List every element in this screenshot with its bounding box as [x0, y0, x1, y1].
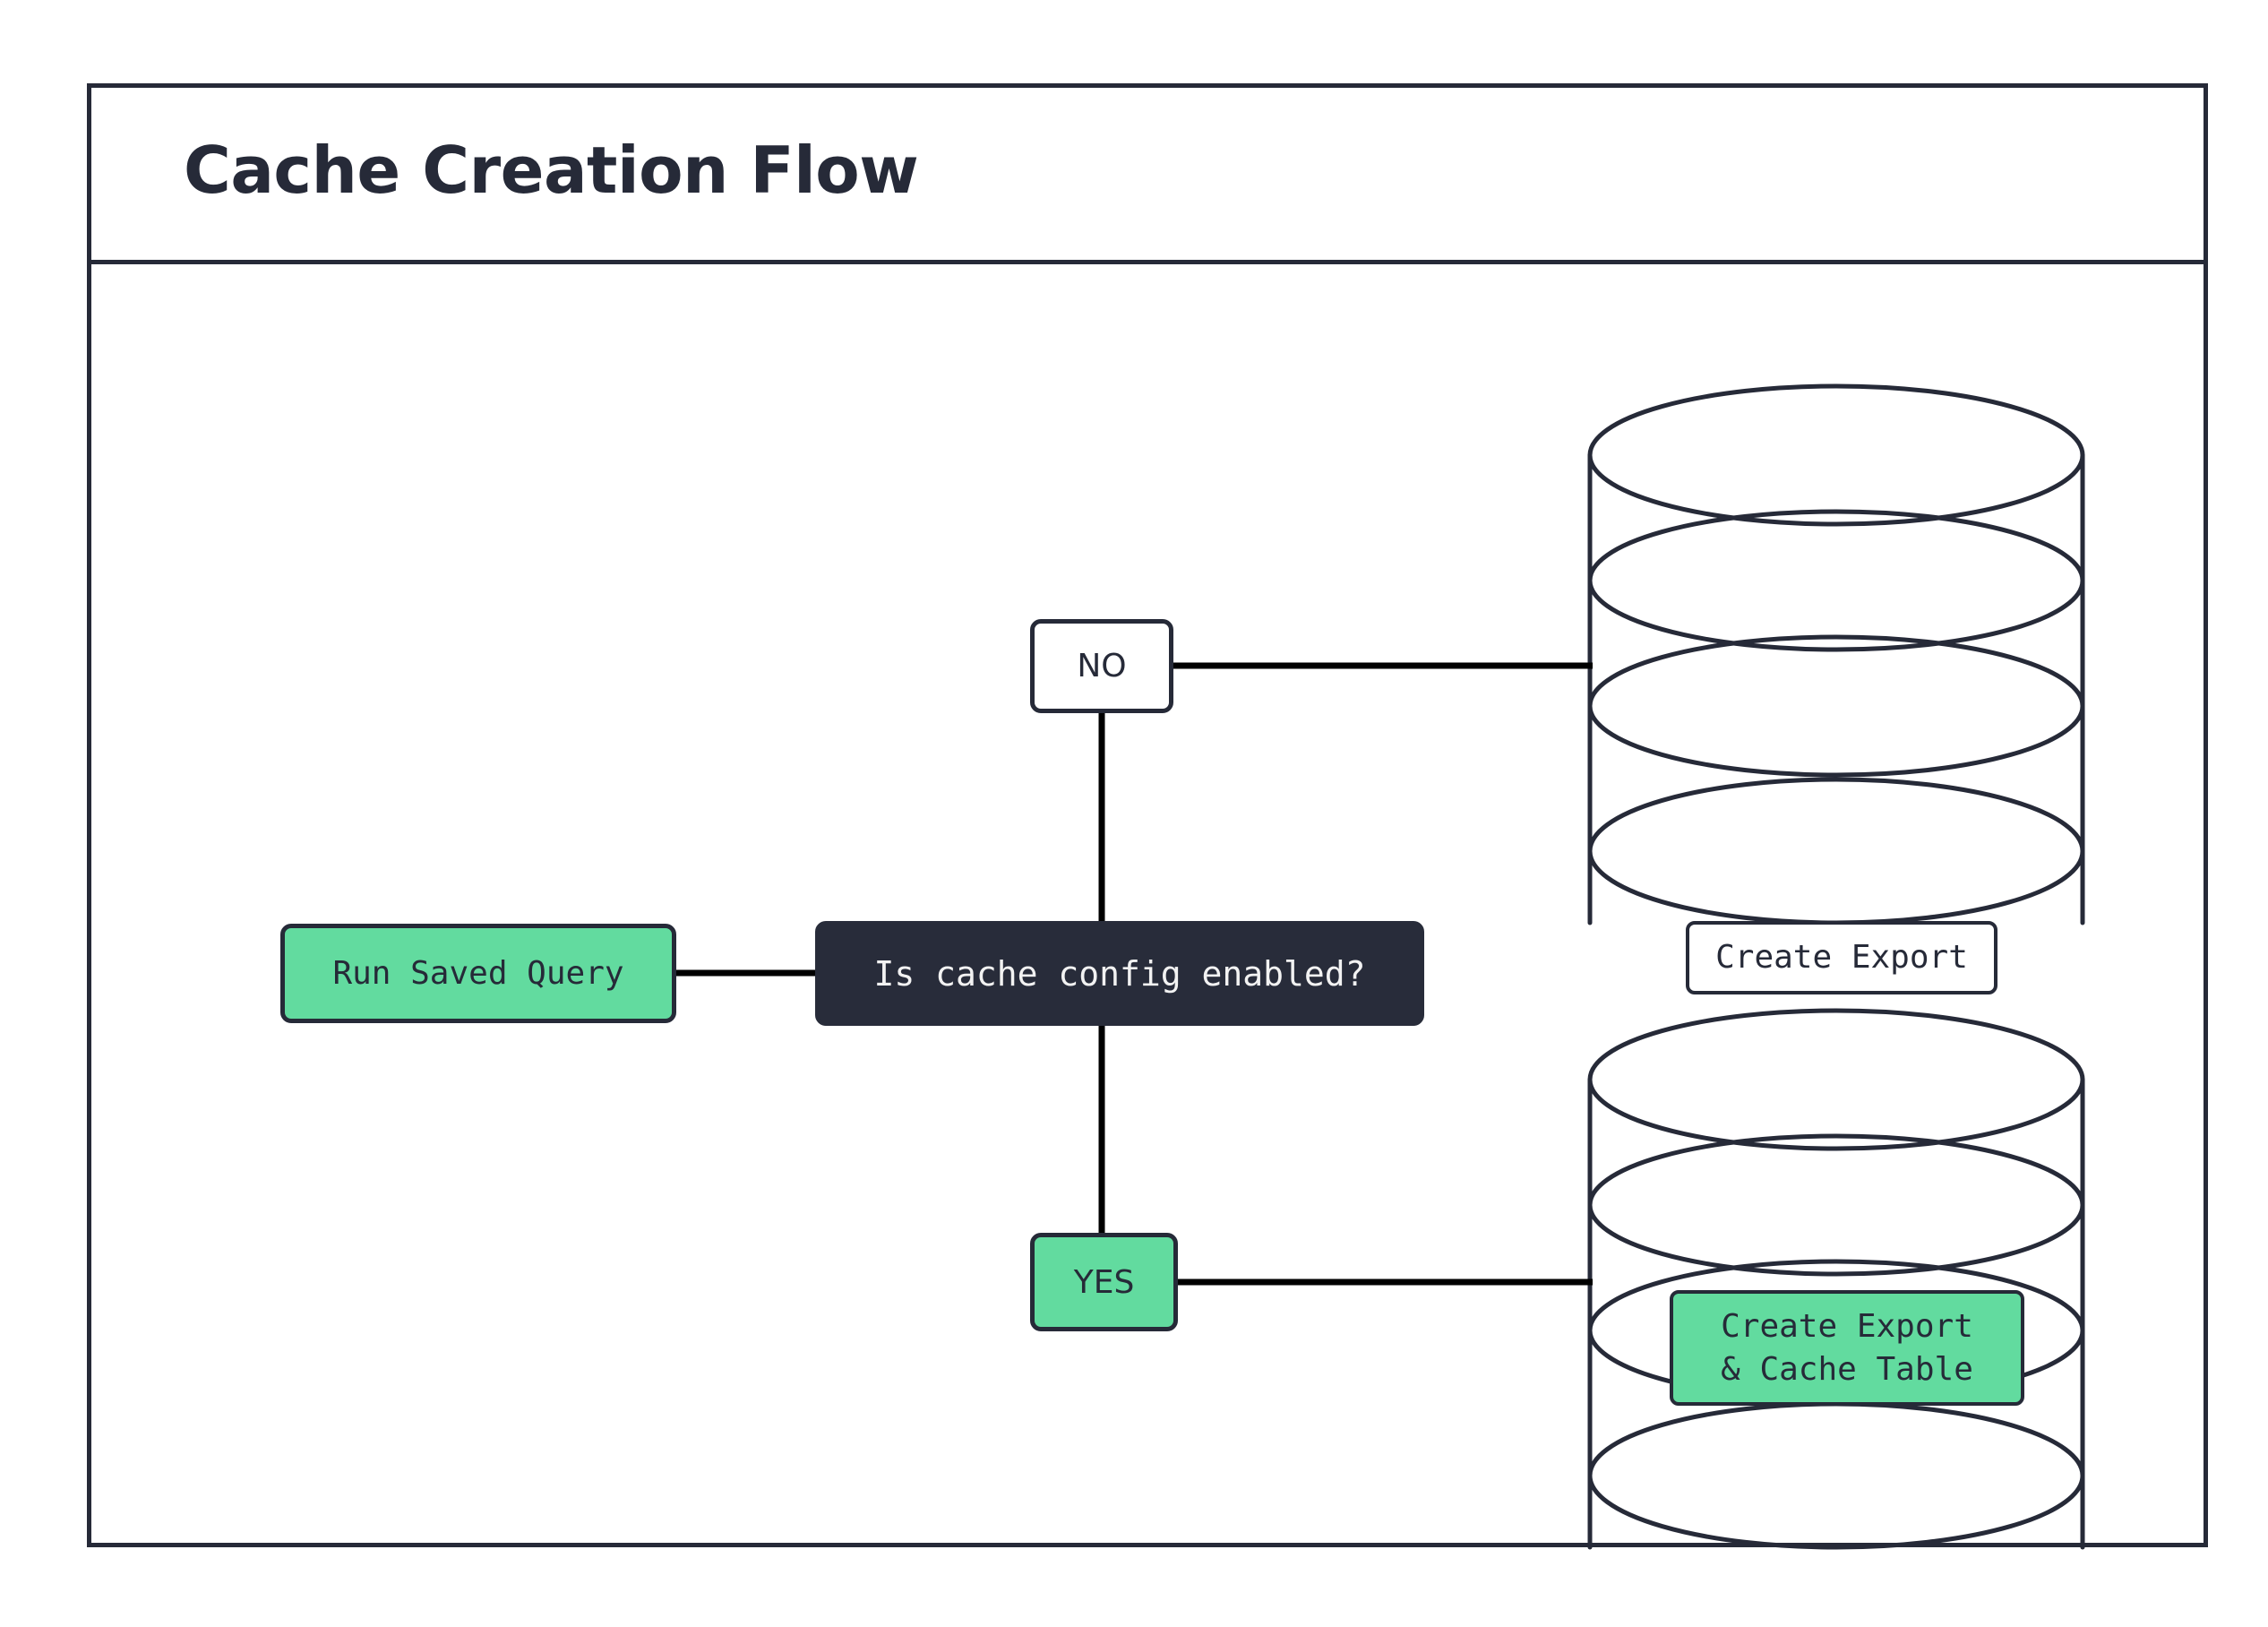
database-cylinder-bottom-shape: [1587, 1008, 2085, 1550]
diagram-title-bar: Cache Creation Flow: [91, 88, 2204, 264]
node-run-saved-query[interactable]: Run Saved Query: [280, 924, 676, 1023]
node-branch-yes[interactable]: YES: [1030, 1233, 1178, 1331]
node-db-top-label-create-export[interactable]: Create Export: [1686, 921, 1997, 994]
node-branch-no[interactable]: NO: [1030, 619, 1173, 713]
node-decision-is-cache-config-enabled[interactable]: Is cache config enabled?: [815, 921, 1424, 1026]
diagram-frame: Cache Creation Flow: [87, 83, 2208, 1550]
database-cylinder-top-shape: [1587, 383, 2085, 925]
node-db-bottom-label-create-export-cache-table[interactable]: Create Export & Cache Table: [1670, 1290, 2024, 1406]
connector-lines: [674, 662, 1593, 1286]
page-title: Cache Creation Flow: [184, 133, 919, 208]
diagram-svg: [674, 383, 2085, 1550]
diagram-canvas: Run Saved Query Is cache config enabled?…: [91, 264, 2204, 1550]
